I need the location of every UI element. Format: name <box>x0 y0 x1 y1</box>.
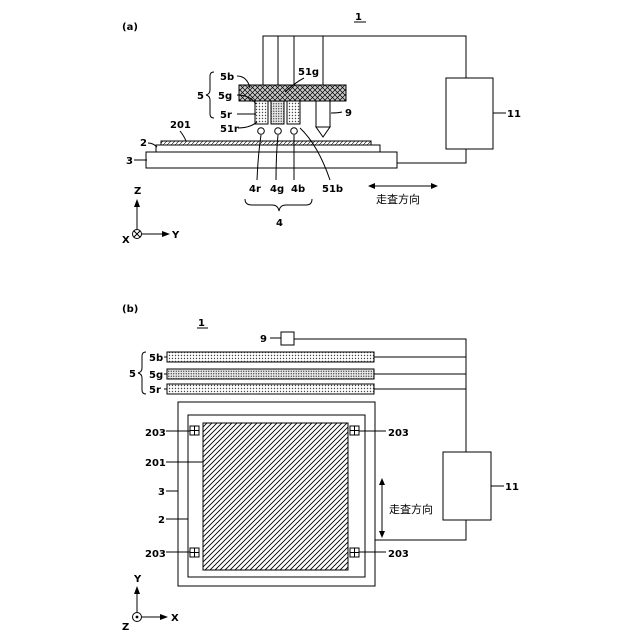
label-201-b: 201 <box>145 458 166 469</box>
scan-direction-a-text: 走査方向 <box>376 192 420 206</box>
film-201-side <box>161 141 371 145</box>
sensor-9: 9 <box>316 101 352 137</box>
controller-box-a <box>446 78 493 149</box>
axis-a-x-label: X <box>122 235 130 246</box>
scan-direction-b-text: 走査方向 <box>389 502 433 516</box>
wire-head-b <box>263 36 466 85</box>
label-51r: 51r <box>220 124 239 135</box>
droplet-4r <box>258 128 265 135</box>
head-5r-top <box>167 384 374 394</box>
axis-b-x-head <box>160 614 168 620</box>
marker-203-br <box>350 548 359 557</box>
label-2-a: 2 <box>140 138 147 149</box>
panel-b: (b) 1 9 5b 5g 5r 5 <box>122 304 519 633</box>
film-201-top <box>203 423 348 570</box>
axes-a: Z X Y <box>122 186 180 246</box>
label-203-tl: 203 <box>145 428 166 439</box>
wire-stage <box>397 149 466 163</box>
sensor-tip <box>316 127 330 137</box>
leader-51r <box>238 122 257 128</box>
head-5r <box>255 101 268 124</box>
sensor-ref-b: 9 <box>260 334 267 345</box>
panel-b-label: (b) <box>122 304 138 315</box>
sensor-body <box>316 101 330 127</box>
label-5-a: 5 <box>197 91 204 102</box>
marker-203-tl <box>190 426 199 435</box>
head-5g <box>271 101 284 124</box>
label-5-b: 5 <box>129 369 136 380</box>
label-2-b: 2 <box>158 515 165 526</box>
label-201-a: 201 <box>170 120 191 131</box>
label-4g: 4g <box>270 184 284 195</box>
label-203-br: 203 <box>388 549 409 560</box>
wire-b-stage <box>374 520 466 540</box>
controller-ref-b: 11 <box>505 482 519 493</box>
axis-b-y-label: Y <box>133 574 142 585</box>
sensor-ref-a: 9 <box>345 108 352 119</box>
device-ref-b: 1 <box>198 318 205 329</box>
head-5b-top <box>167 352 374 362</box>
axis-a-z-head <box>134 199 140 207</box>
scan-direction-b: 走査方向 <box>379 478 433 538</box>
label-203-bl: 203 <box>145 549 166 560</box>
label-3-b: 3 <box>158 487 165 498</box>
scan-arrow-b-up-head <box>379 478 385 485</box>
sensor-9-top <box>281 332 294 345</box>
leader-201-a <box>180 131 186 141</box>
droplet-brace <box>245 199 312 211</box>
axis-b-x-label: X <box>171 613 179 624</box>
head-carriage <box>239 85 346 101</box>
axis-b-y-head <box>134 586 140 594</box>
label-203-tr: 203 <box>388 428 409 439</box>
axis-b-z-label: Z <box>122 622 129 633</box>
head-brace-a <box>206 72 214 118</box>
label-3-a: 3 <box>126 156 133 167</box>
label-4r: 4r <box>249 184 261 195</box>
label-51g: 51g <box>298 67 319 78</box>
label-5r-b: 5r <box>149 385 161 396</box>
droplet-4g <box>275 128 282 135</box>
axis-a-y-head <box>162 231 170 237</box>
label-5b: 5b <box>220 72 234 83</box>
axis-a-y-label: Y <box>171 230 180 241</box>
marker-203-bl <box>190 548 199 557</box>
controller-ref-a: 11 <box>507 109 521 120</box>
label-5b-b: 5b <box>149 353 163 364</box>
scan-arrow-a-left-head <box>368 183 375 189</box>
axis-b-z-dot <box>136 616 139 619</box>
device-ref-a: 1 <box>355 12 362 23</box>
head-5g-top <box>167 369 374 379</box>
label-5g-b: 5g <box>149 370 163 381</box>
label-51b: 51b <box>322 184 343 195</box>
head-brace-b <box>138 352 146 394</box>
substrate-2-side <box>156 145 380 152</box>
panel-a-label: (a) <box>122 22 138 33</box>
label-4b: 4b <box>291 184 305 195</box>
sensor-leader <box>331 112 342 113</box>
panel-a: (a) 1 11 9 5b 5g 5r <box>122 12 521 246</box>
controller-box-b <box>443 452 491 520</box>
label-5r: 5r <box>220 110 232 121</box>
axes-b: Y Z X <box>122 574 179 633</box>
stage-3-side <box>146 152 397 168</box>
head-5b <box>287 101 300 124</box>
scan-direction-a: 走査方向 <box>368 183 438 206</box>
scan-arrow-a-right-head <box>431 183 438 189</box>
label-5g: 5g <box>218 91 232 102</box>
marker-203-tr <box>350 426 359 435</box>
label-4: 4 <box>276 218 283 229</box>
scan-arrow-b-down-head <box>379 531 385 538</box>
droplet-4b <box>291 128 298 135</box>
axis-a-z-label: Z <box>134 186 141 197</box>
